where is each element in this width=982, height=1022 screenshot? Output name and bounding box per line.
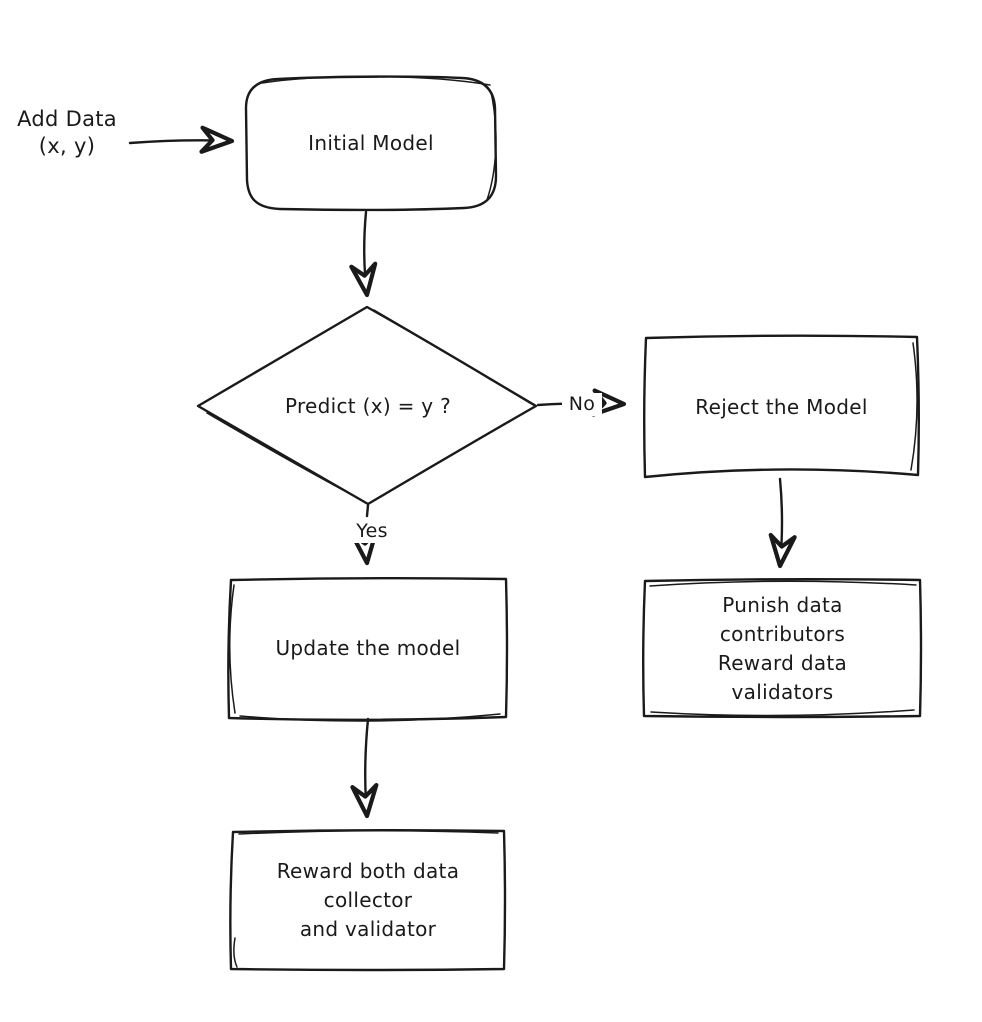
update-model-label: Update the model xyxy=(275,636,461,660)
reward-both-shape xyxy=(229,829,507,972)
arrow-reject-to-punish xyxy=(768,477,797,569)
punish-reward-shape xyxy=(642,578,923,719)
update-model-shape xyxy=(227,577,509,722)
edge-label-no: No xyxy=(562,393,602,416)
edge-label-yes: Yes xyxy=(348,520,396,543)
arrow-add-data-to-initial-model xyxy=(128,125,235,154)
reject-model-label: Reject the Model xyxy=(695,394,868,419)
arrow-initial-model-to-predict xyxy=(349,210,378,298)
initial-model-shape xyxy=(244,75,498,212)
reward-both-label: Reward both data collector and validator xyxy=(276,859,460,941)
punish-reward-label: Punish data contributors Reward data val… xyxy=(717,592,848,704)
initial-model-label: Initial Model xyxy=(308,130,434,155)
add-data-label: Add Data (x, y) xyxy=(17,107,117,159)
predict-decision-label: Predict (x) = y ? xyxy=(284,393,452,418)
arrow-yes-to-update-model xyxy=(349,529,379,566)
arrow-update-to-reward xyxy=(350,717,379,819)
reject-model-shape xyxy=(643,334,920,479)
arrow-predict-yes-stub xyxy=(365,503,370,518)
